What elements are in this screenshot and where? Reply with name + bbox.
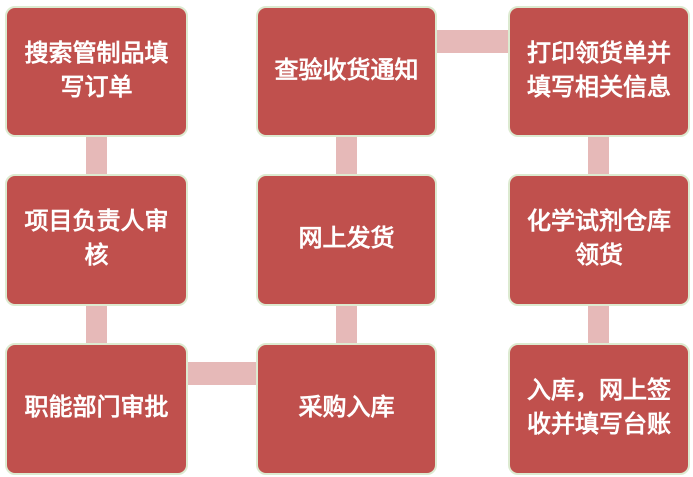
flow-step-functional-dept-approval: 职能部门审批 — [5, 343, 188, 475]
flow-step-print-pickup-slip: 打印领货单并 填写相关信息 — [508, 6, 690, 137]
connector-col1-row1-to-row2 — [86, 130, 107, 180]
flow-step-label: 网上发货 — [298, 226, 395, 253]
flow-step-check-receipt-notice: 查验收货通知 — [256, 6, 437, 137]
flow-step-label: 打印领货单并 填写相关信息 — [527, 40, 671, 101]
flow-step-purchase-warehousing: 采购入库 — [256, 343, 437, 475]
flow-step-online-shipping: 网上发货 — [256, 174, 437, 306]
flow-step-search-controlled-items-order: 搜索管制品填 写订单 — [5, 6, 188, 137]
flow-step-label: 化学试剂仓库 领货 — [527, 209, 671, 269]
flow-step-chemical-warehouse-pickup: 化学试剂仓库 领货 — [508, 174, 690, 306]
flow-step-label: 入库，网上签 收并填写台账 — [527, 378, 671, 438]
flow-step-label: 查验收货通知 — [274, 57, 419, 84]
connector-col3-row2-to-row3 — [588, 300, 609, 350]
flow-step-project-leader-review: 项目负责人审 核 — [5, 174, 188, 306]
connector-col1-row2-to-row3 — [86, 300, 107, 350]
flow-step-label: 采购入库 — [298, 395, 395, 422]
connector-bottom-col1-to-col2 — [182, 362, 262, 385]
connector-top-col2-to-col3 — [430, 30, 515, 53]
flow-step-label: 项目负责人审 核 — [24, 209, 169, 269]
connector-col2-row2-to-row3 — [336, 300, 357, 350]
flow-step-inbound-sign-ledger: 入库，网上签 收并填写台账 — [508, 343, 690, 475]
flow-step-label: 搜索管制品填 写订单 — [24, 40, 169, 101]
flow-step-label: 职能部门审批 — [24, 395, 169, 422]
connector-col2-row1-to-row2 — [336, 130, 357, 180]
connector-col3-row1-to-row2 — [588, 130, 609, 180]
